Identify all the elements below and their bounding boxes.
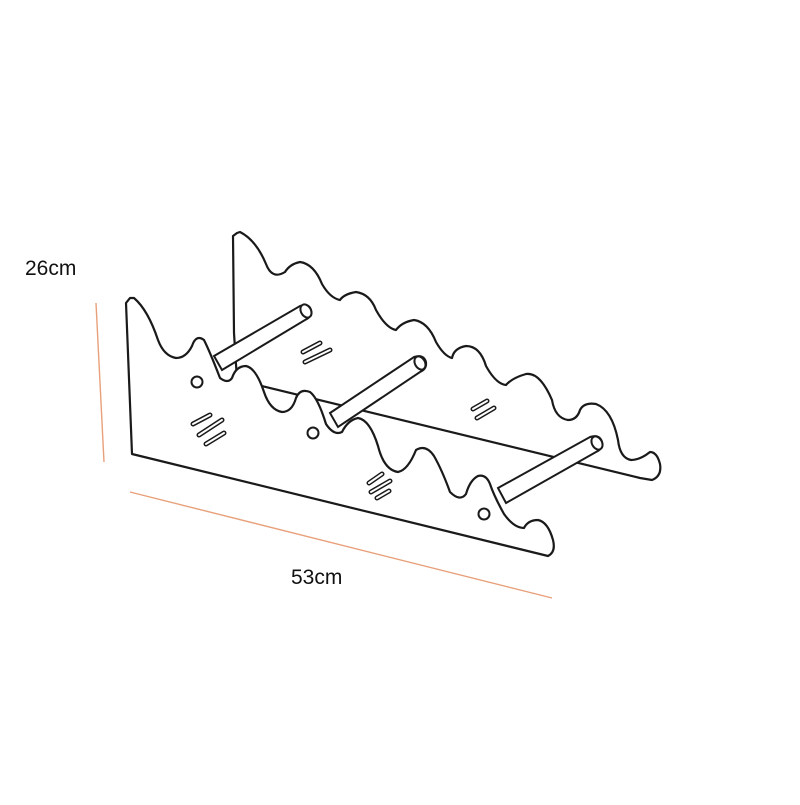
back-panel-slot-group-2 bbox=[470, 398, 497, 421]
front-panel-hole-3 bbox=[477, 507, 491, 521]
front-panel-hole-1 bbox=[190, 375, 204, 389]
width-dimension-line bbox=[129, 491, 553, 599]
height-dimension-label: 26cm bbox=[25, 257, 77, 280]
rod-upper bbox=[212, 303, 313, 372]
front-side-panel bbox=[124, 296, 555, 558]
front-panel-hole-2 bbox=[306, 426, 320, 440]
back-side-panel bbox=[231, 230, 662, 482]
rod-lower bbox=[496, 435, 604, 505]
width-dimension-label: 53cm bbox=[291, 566, 343, 589]
front-panel-slot-group-1 bbox=[190, 412, 227, 447]
front-panel-slot-group-2 bbox=[366, 471, 393, 501]
rod-middle bbox=[328, 355, 428, 429]
height-dimension-line bbox=[95, 302, 105, 463]
back-panel-slot-group-1 bbox=[300, 340, 333, 365]
